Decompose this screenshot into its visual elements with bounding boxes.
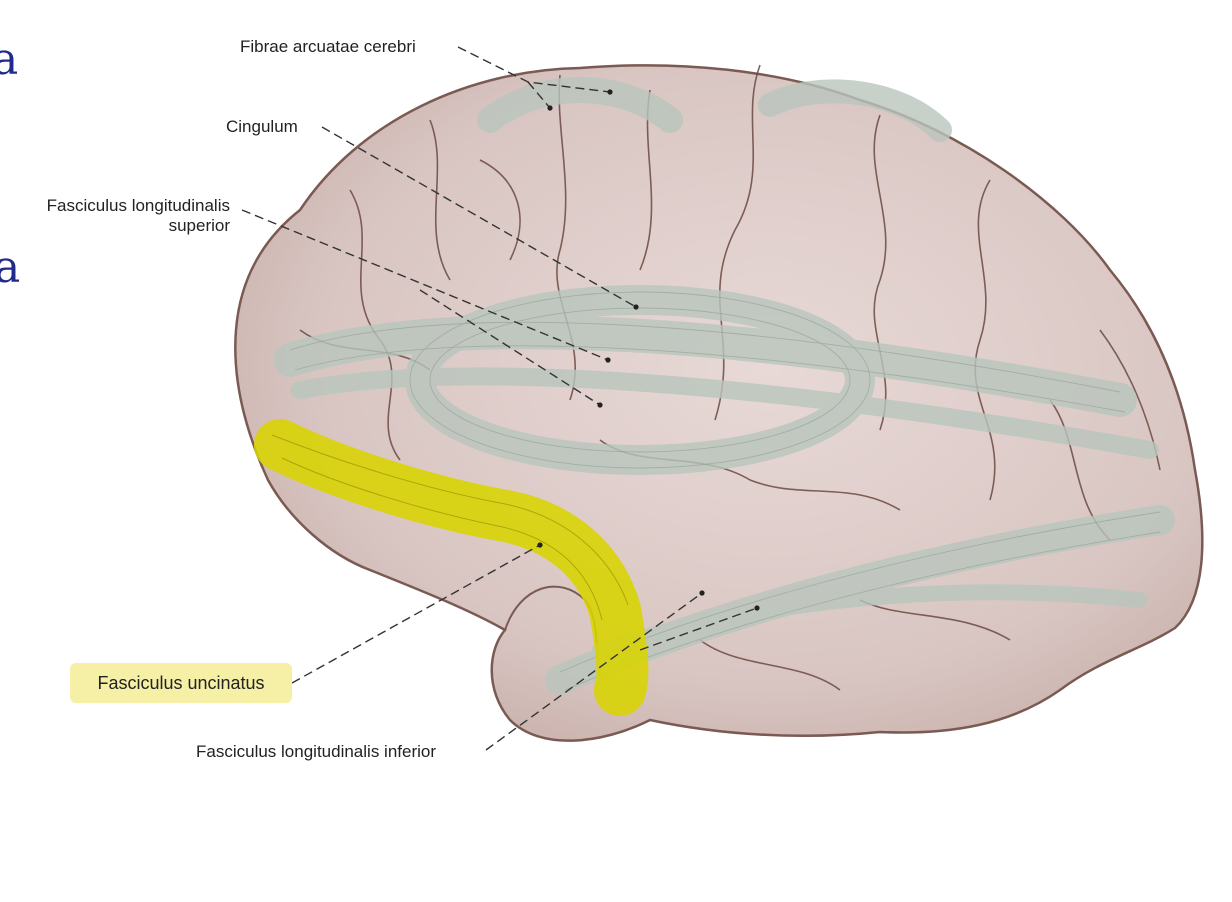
label-line: superior [168,216,230,235]
uncinate-strands [271,434,629,621]
cut-off-letter: a [0,242,21,293]
uncinate-fasciculus-highlight [254,419,649,716]
cut-off-letter: a [0,34,19,85]
label-fasciculus-longitudinalis-inferior: Fasciculus longitudinalis inferior [196,742,437,761]
label-fasciculus-longitudinalis-superior: Fasciculus longitudinalis superior [10,196,230,236]
label-line: Fasciculus longitudinalis [46,196,230,215]
leader-lines [241,46,758,751]
leader-dots [537,89,760,611]
label-cingulum: Cingulum [226,117,298,136]
label-fibrae-arcuatae: Fibrae arcuatae cerebri [240,37,416,56]
label-fasciculus-uncinatus: Fasciculus uncinatus [70,663,292,703]
